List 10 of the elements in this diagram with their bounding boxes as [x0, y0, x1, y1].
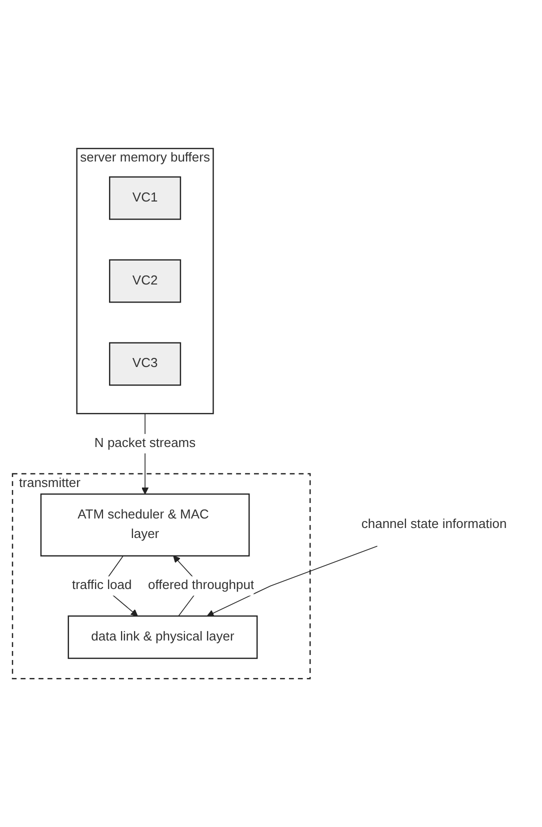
node-box: VC2	[109, 259, 182, 303]
edge-label: traffic load	[72, 578, 132, 592]
node-box: VC1	[109, 176, 182, 220]
node-box: data link & physical layer	[68, 615, 258, 659]
node-box: VC3	[109, 342, 182, 386]
edge-label: N packet streams	[94, 436, 196, 450]
node-text: channel state information	[361, 518, 507, 532]
node-box: ATM scheduler & MAC layer	[40, 493, 250, 556]
arrow	[206, 546, 378, 616]
edge-label: offered throughput	[148, 578, 254, 592]
